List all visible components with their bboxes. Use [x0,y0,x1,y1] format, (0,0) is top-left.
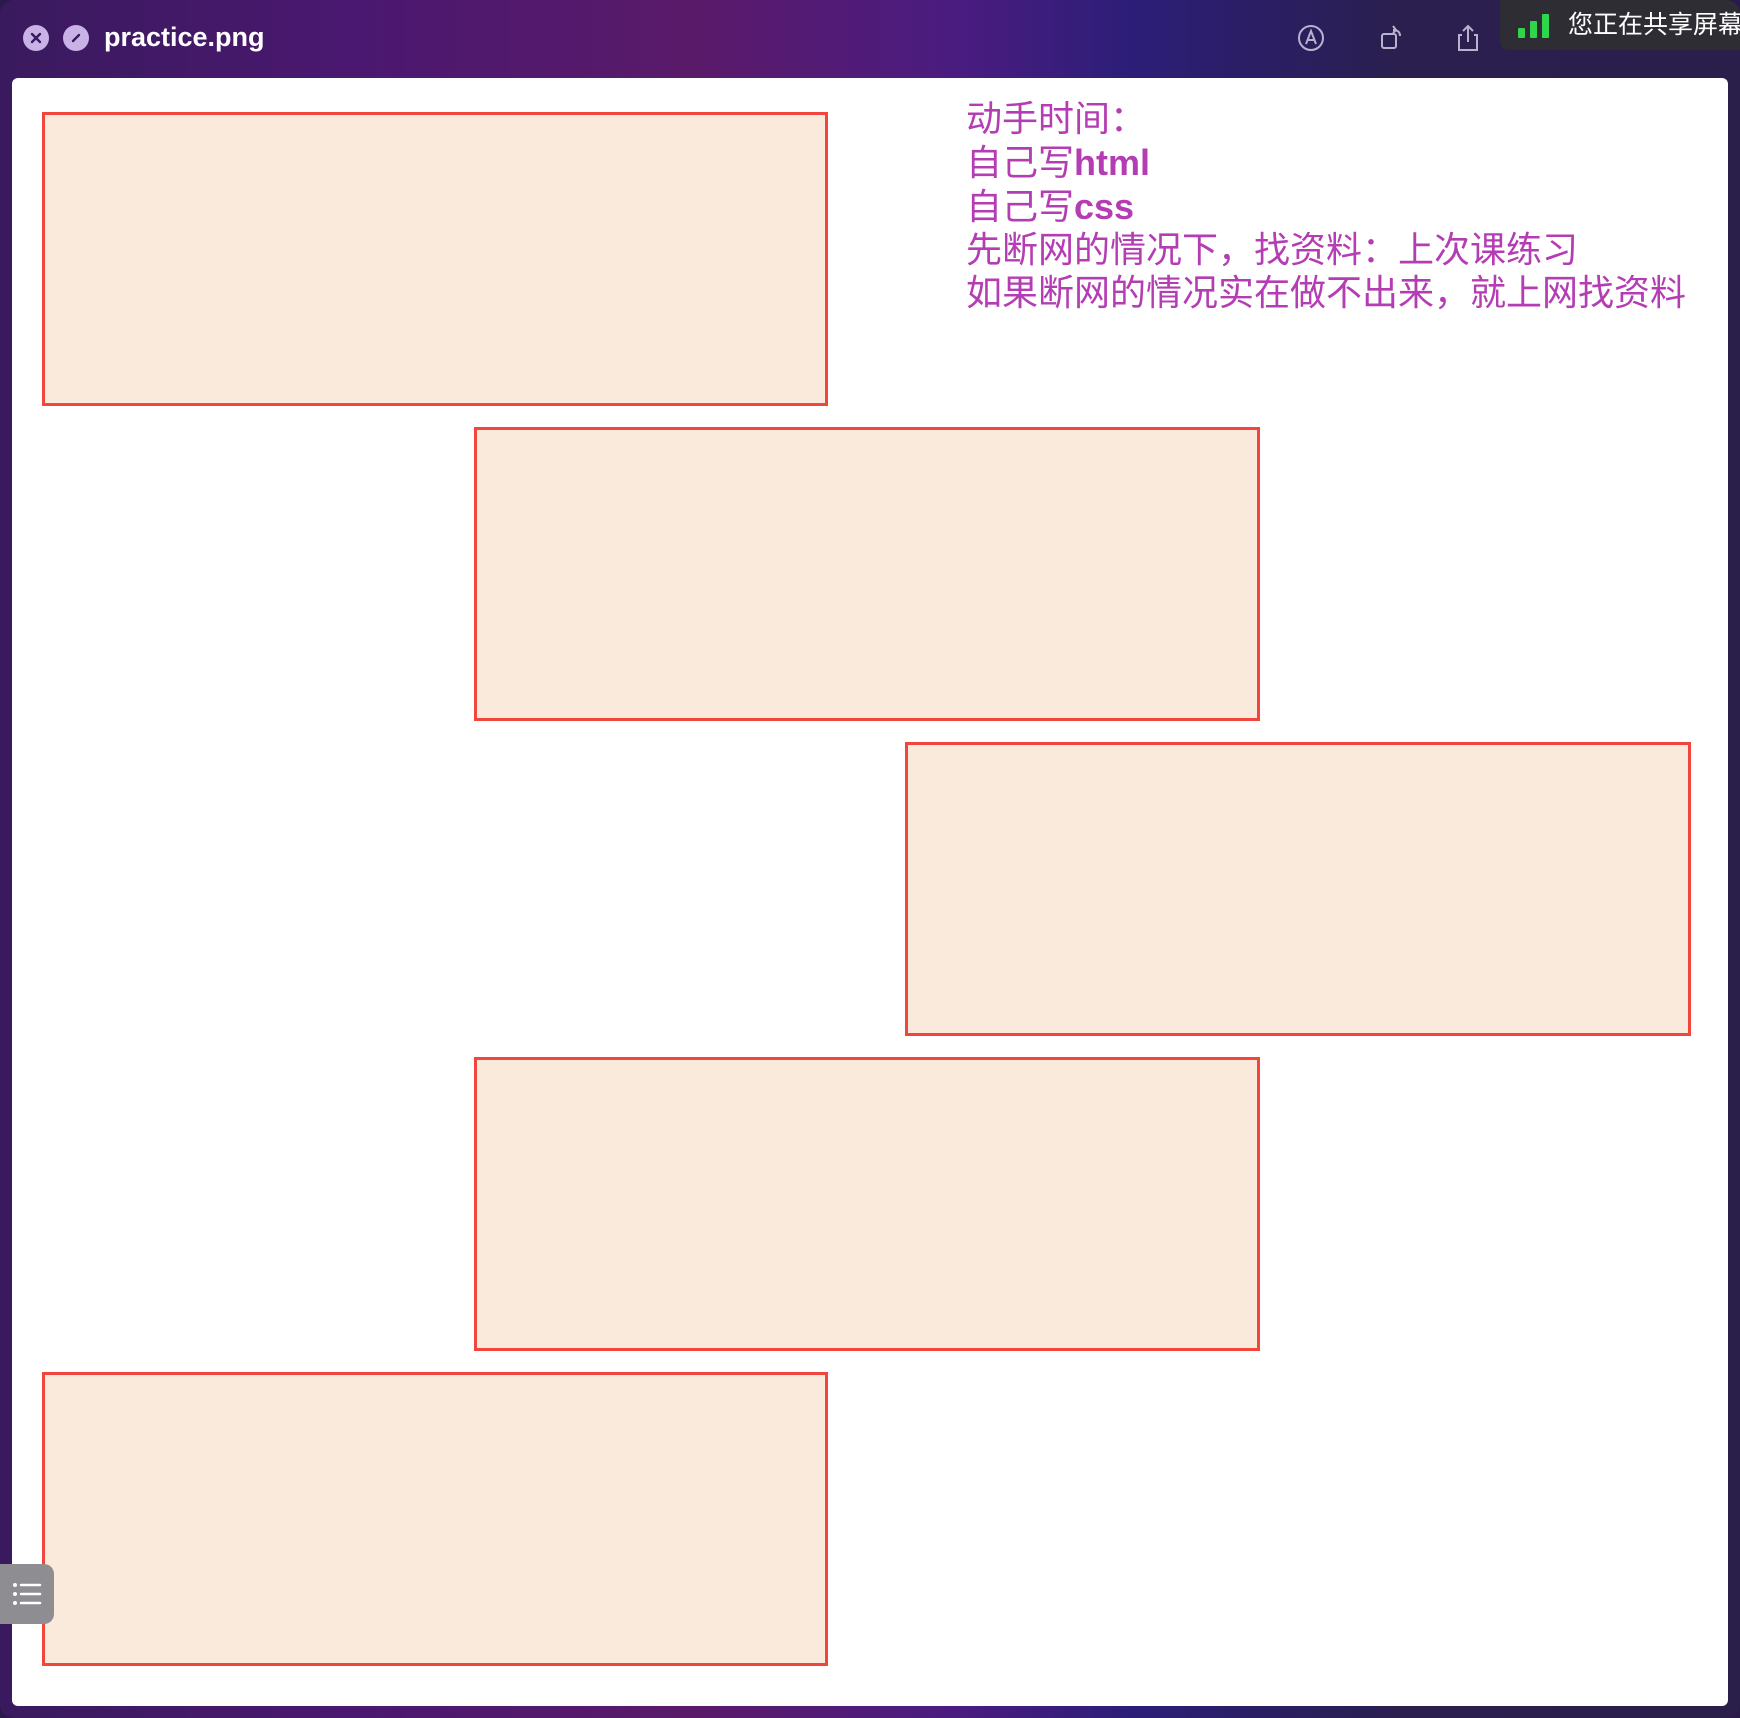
share-status-text: 您正在共享屏幕 [1568,10,1740,39]
signal-bars-icon [1518,14,1552,38]
notes-line-3-prefix: 自己写 [966,187,1075,228]
window-title: practice.png [104,22,265,52]
practice-box-2 [474,427,1260,721]
practice-box-5 [42,1372,828,1666]
practice-box-3 [905,742,1691,1036]
notes-line-3: 自己写css [966,185,1686,229]
notes-line-2-prefix: 自己写 [966,143,1075,184]
notes-line-2: 自己写html [966,141,1686,185]
notes-line-2-bold: html [1074,142,1151,183]
annotate-toggle-button[interactable] [63,25,89,51]
circle-slash-icon [71,33,81,43]
markup-pen-icon [1298,25,1324,51]
screen-share-badge[interactable]: 您正在共享屏幕 [1500,0,1740,50]
title-bar: practice.png [0,0,1740,78]
notes-line-4: 先断网的情况下，找资料：上次课练习 [966,230,1579,271]
notes-line-1: 动手时间： [966,99,1147,140]
close-button[interactable] [23,25,49,51]
rotate-icon [1381,25,1401,49]
share-icon [1458,24,1478,51]
practice-box-4 [474,1057,1260,1351]
image-canvas: 动手时间： 自己写html 自己写css 先断网的情况下，找资料：上次课练习 如… [12,78,1728,1706]
sidebar-toggle-button[interactable] [0,1564,54,1624]
markup-button[interactable] [1293,20,1329,56]
rotate-button[interactable] [1373,20,1409,56]
practice-box-1 [42,112,828,406]
notes-line-5: 如果断网的情况实在做不出来，就上网找资料 [966,273,1687,314]
list-icon [13,1583,42,1605]
exercise-notes: 动手时间： 自己写html 自己写css 先断网的情况下，找资料：上次课练习 如… [966,98,1686,315]
notes-line-3-bold: css [1074,186,1135,227]
share-button[interactable] [1450,20,1486,56]
close-icon [30,32,42,44]
